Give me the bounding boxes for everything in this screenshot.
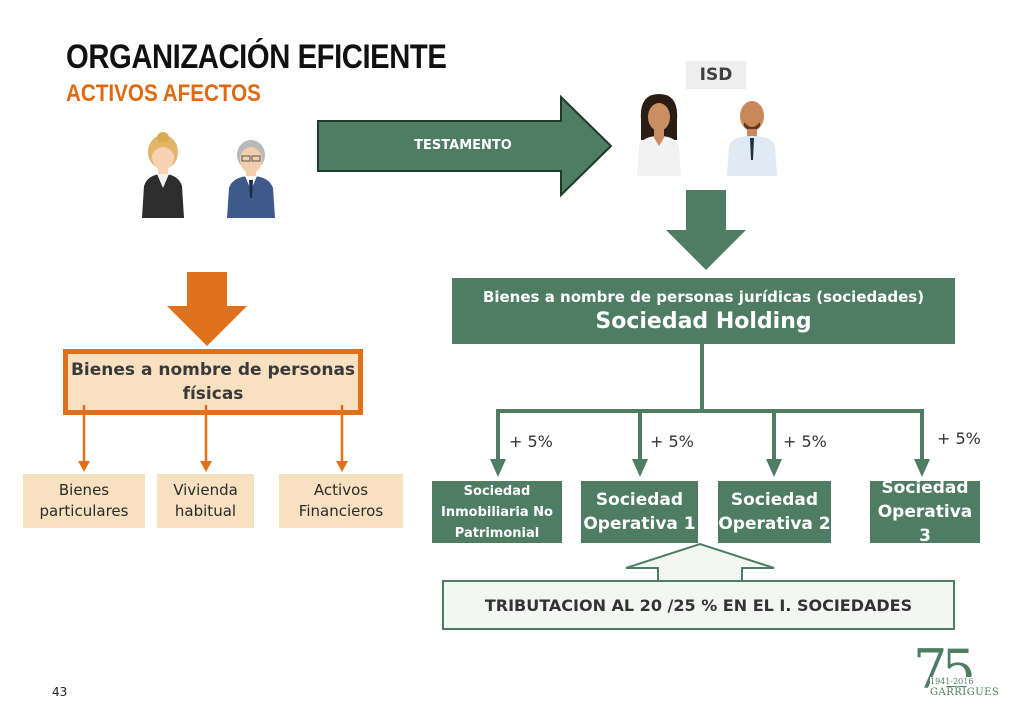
personas-fisicas-box: Bienes a nombre de personas físicas	[63, 349, 363, 415]
sociedad-operativa-3-box: Sociedad Operativa 3	[870, 478, 980, 546]
percent-label-4: + 5%	[937, 429, 981, 448]
man-gray-hair-avatar-icon	[227, 140, 275, 218]
woman-avatar-icon	[142, 132, 184, 218]
tax-label: ISD	[686, 61, 746, 89]
sociedad-inmobiliaria-box: Sociedad Inmobiliaria No Patrimonial	[432, 481, 562, 543]
percent-label-3: + 5%	[783, 432, 827, 451]
holding-description: Bienes a nombre de personas jurídicas (s…	[482, 288, 925, 306]
page-number: 43	[52, 685, 68, 699]
vivienda-habitual-box: Vivienda habitual	[157, 474, 254, 528]
green-down-arrow-icon	[666, 190, 746, 270]
page-title: ORGANIZACIÓN EFICIENTE	[66, 38, 447, 76]
page-subtitle: ACTIVOS AFECTOS	[66, 80, 261, 107]
sociedad-operativa-1-box: Sociedad Operativa 1	[581, 481, 698, 543]
taxation-up-arrow-icon	[625, 542, 775, 583]
bald-man-avatar-icon	[727, 101, 777, 176]
testamento-label: TESTAMENTO	[414, 138, 512, 153]
holding-connectors	[490, 343, 930, 477]
holding-title: Sociedad Holding	[595, 309, 812, 334]
percent-label-2: + 5%	[650, 432, 694, 451]
activos-financieros-box: Activos Financieros	[279, 474, 403, 528]
taxation-note-box: TRIBUTACION AL 20 /25 % EN EL I. SOCIEDA…	[442, 580, 955, 630]
percent-label-1: + 5%	[509, 432, 553, 451]
testamento-arrow-icon	[317, 94, 613, 198]
sociedad-holding-box: Bienes a nombre de personas jurídicas (s…	[452, 278, 955, 344]
bienes-particulares-box: Bienes particulares	[23, 474, 145, 528]
garrigues-logo-years: 1941-2016	[930, 677, 974, 686]
sociedad-operativa-2-box: Sociedad Operativa 2	[718, 481, 831, 543]
young-woman-avatar-icon	[637, 94, 681, 176]
orange-down-arrow-icon	[167, 272, 247, 346]
left-branch-connectors	[78, 405, 348, 472]
garrigues-logo-name: GARRIGUES	[930, 687, 1000, 698]
